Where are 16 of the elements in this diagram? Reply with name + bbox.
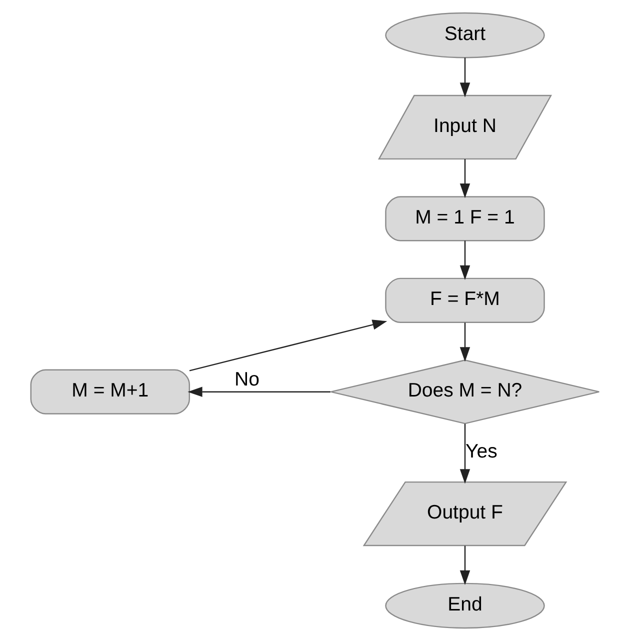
node-box: F = F*M [384, 278, 544, 323]
arrow [459, 159, 470, 198]
node-box: M = 1 F = 1 [384, 196, 544, 242]
edge-label: Yes [465, 440, 497, 462]
arrow [459, 546, 470, 586]
arrow [188, 320, 387, 372]
arrow [459, 322, 470, 362]
node-ellipse: Start [384, 12, 544, 58]
arrow [187, 386, 330, 397]
edge-label: No [234, 368, 259, 390]
node-diamond: Does M = N? [330, 360, 600, 424]
node-ellipse: End [384, 582, 544, 629]
arrow [459, 240, 470, 280]
arrow [459, 58, 470, 98]
arrow [459, 424, 470, 484]
node-box: M = M+1 [30, 369, 190, 414]
